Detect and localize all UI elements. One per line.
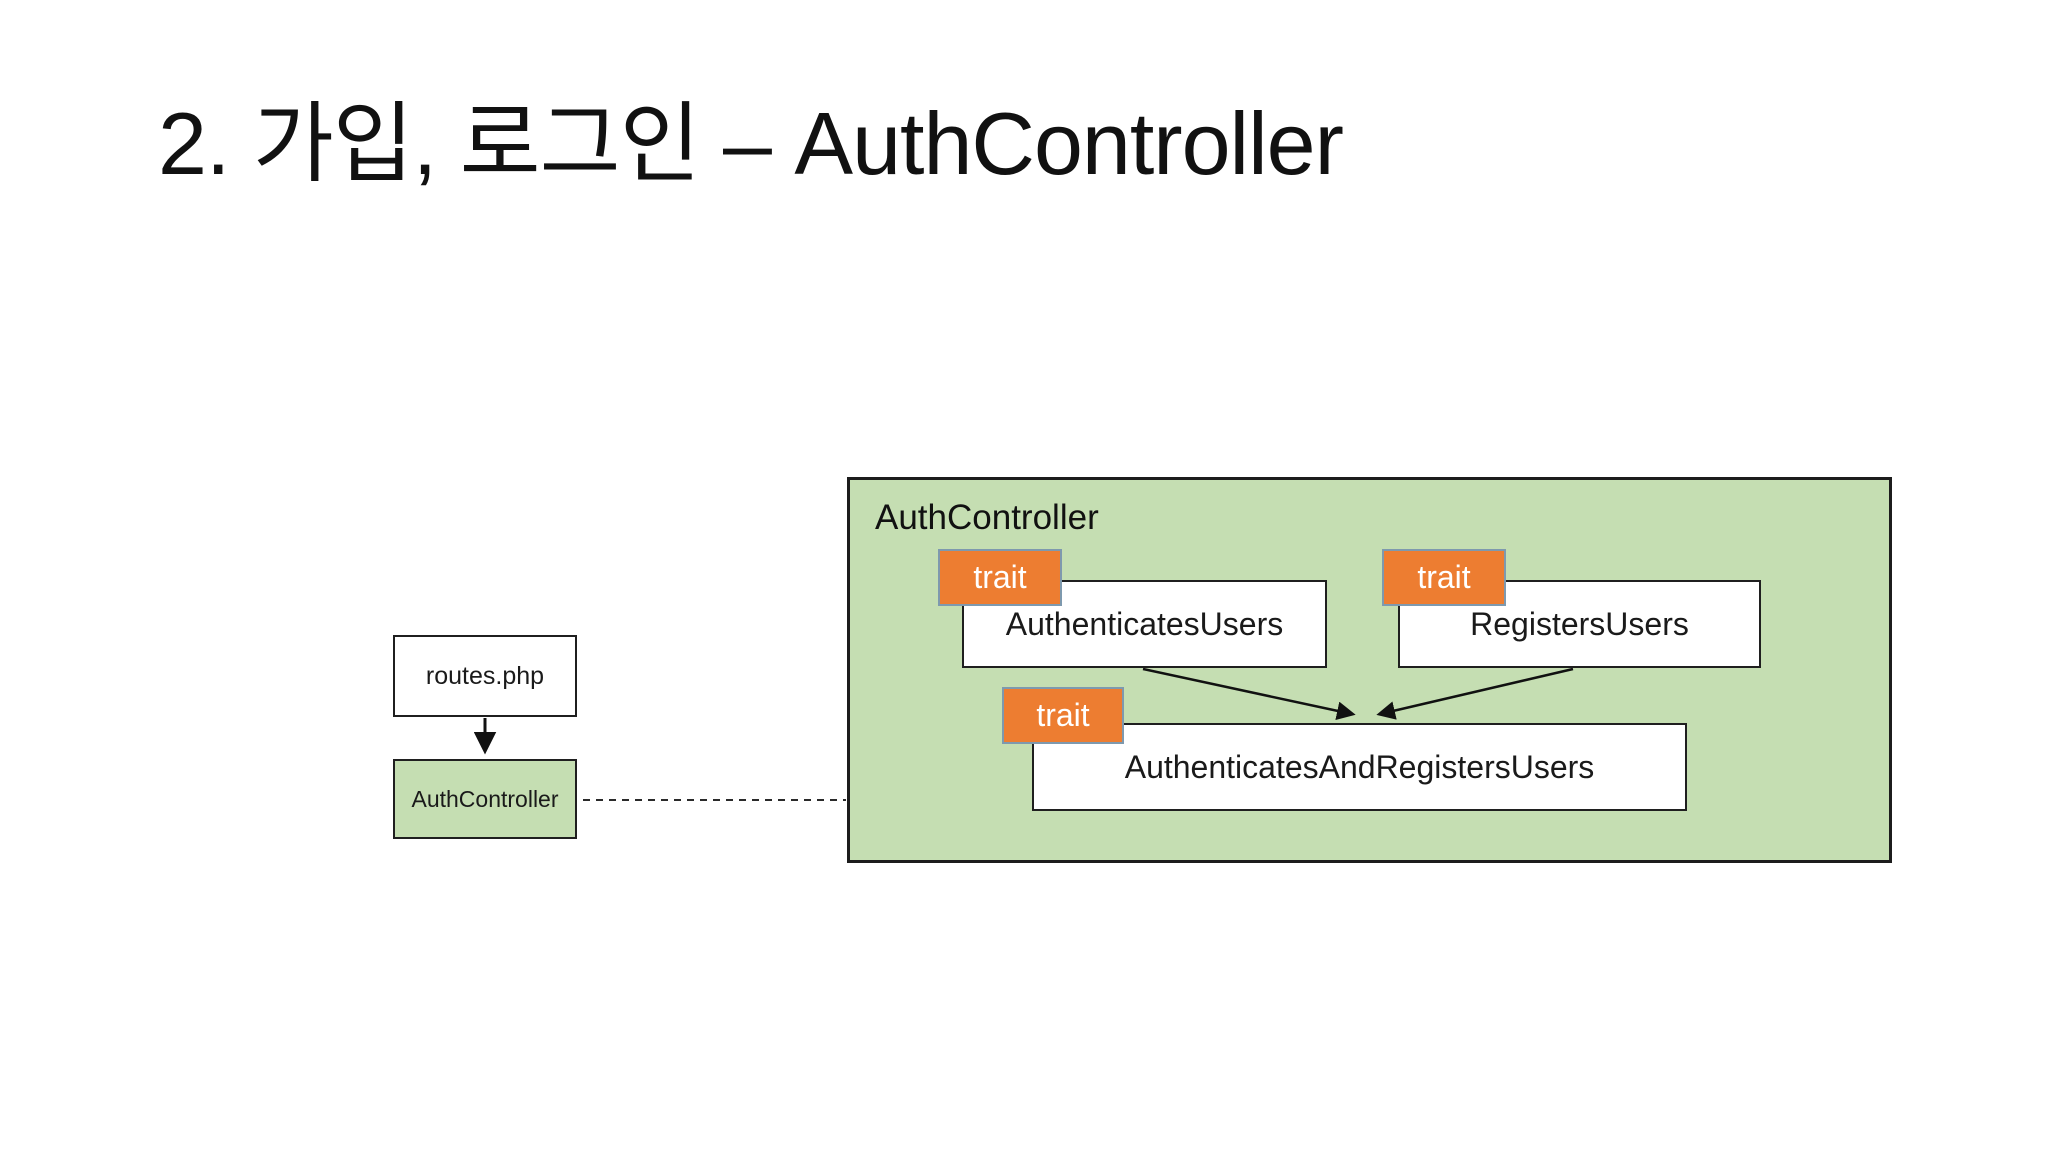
routes-php-label: routes.php [425, 661, 545, 690]
trait-badge-authenticates-and-registers-users: trait [1002, 687, 1124, 744]
trait-badge-label: trait [1417, 559, 1471, 595]
trait-registers-users-label: RegistersUsers [1470, 605, 1689, 642]
trait-badge-authenticates-users: trait [938, 549, 1062, 606]
routes-php-box: routes.php [393, 635, 577, 717]
trait-box-authenticates-users: AuthenticatesUsers [962, 580, 1327, 668]
auth-controller-container-title: AuthController [875, 498, 1099, 537]
trait-badge-registers-users: trait [1382, 549, 1506, 606]
trait-box-authenticates-and-registers-users: AuthenticatesAndRegistersUsers [1032, 723, 1687, 811]
trait-authenticates-users-label: AuthenticatesUsers [1005, 605, 1284, 642]
auth-controller-small-box: AuthController [393, 759, 577, 839]
auth-controller-small-label: AuthController [411, 785, 559, 812]
trait-authenticates-and-registers-users-label: AuthenticatesAndRegistersUsers [1124, 748, 1595, 785]
trait-badge-label: trait [973, 559, 1027, 595]
trait-badge-label: trait [1036, 697, 1090, 733]
slide-title: 2. 가입, 로그인 – AuthController [158, 94, 1344, 193]
